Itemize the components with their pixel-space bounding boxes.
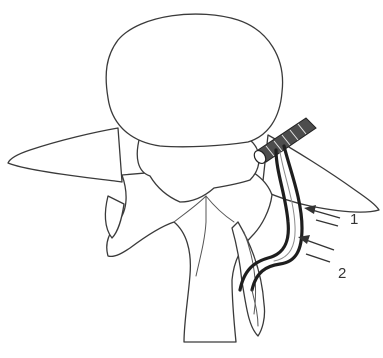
left-transverse-process — [8, 128, 122, 182]
vertebral-body — [106, 14, 282, 147]
label-2: 2 — [338, 265, 346, 282]
label-1: 1 — [350, 211, 358, 228]
arrow-2 — [298, 235, 334, 262]
